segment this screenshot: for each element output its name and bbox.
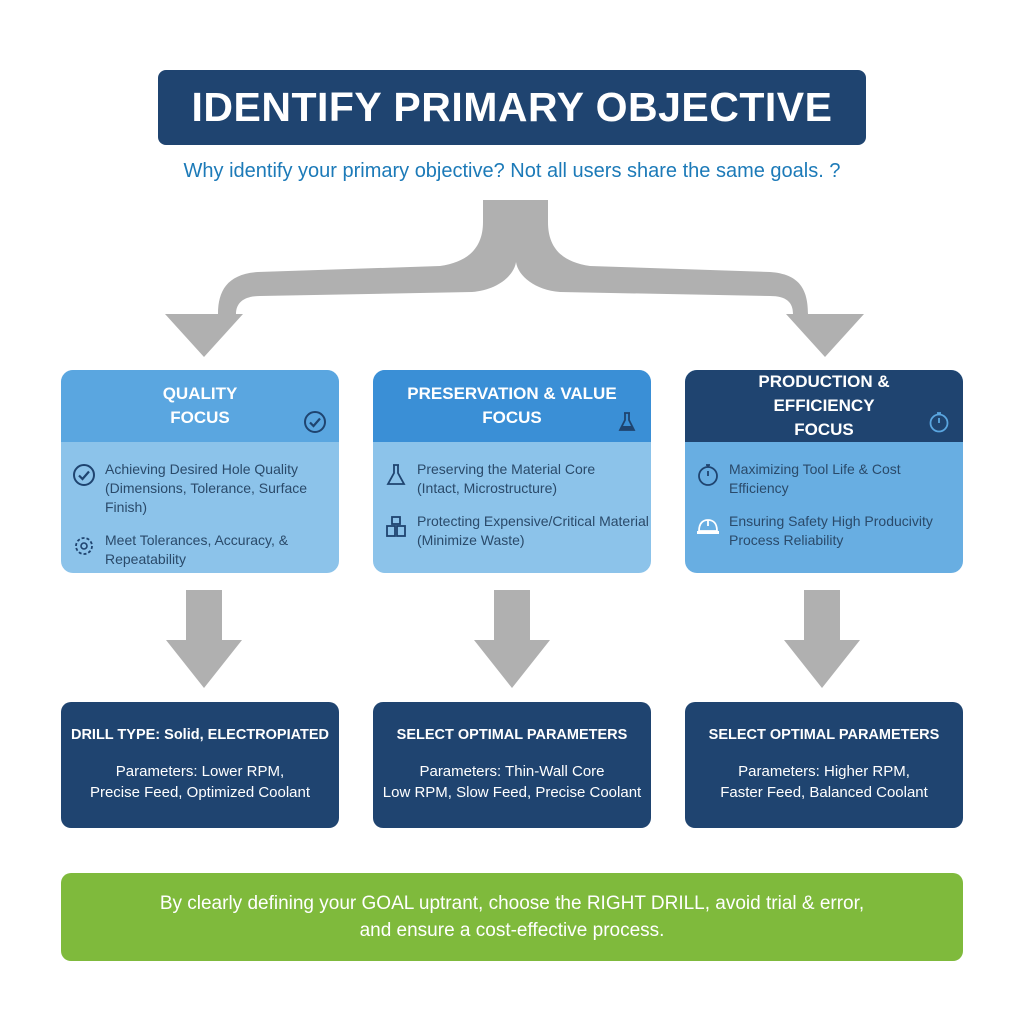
focus-item-line1: Preserving the Material Core [417,461,596,477]
summary-banner: By clearly defining your GOAL uptrant, c… [61,873,963,961]
focus-title-line2: FOCUS [794,420,854,439]
focus-card-quality: QUALITY FOCUS Achieving Desired Hole Qua… [61,370,339,573]
gear-icon [75,537,93,555]
focus-card-header: PRESERVATION & VALUE FOCUS [373,370,651,442]
result-card-production: SELECT OPTIMAL PARAMETERS Parameters: Hi… [685,702,963,828]
focus-title-line1: QUALITY [162,384,238,403]
result-title: SELECT OPTIMAL PARAMETERS [396,727,628,743]
focus-title-line1: PRESERVATION & VALUE [407,384,617,403]
focus-item-line1: Meet Tolerances, Accuracy, & [105,532,289,548]
result-params-line1: Parameters: Thin-Wall Core [419,763,605,780]
focus-item: Achieving Desired Hole Quality (Dimensio… [71,460,339,517]
focus-item-line2: (Intact, Microstructure) [417,480,558,496]
down-arrow-preservation [474,590,550,688]
result-title: SELECT OPTIMAL PARAMETERS [708,727,940,743]
check-circle-icon [304,411,326,433]
focus-card-header: PRODUCTION & EFFICIENCY FOCUS [685,370,963,442]
focus-item: Maximizing Tool Life & Cost Efficiency [695,460,963,498]
stopwatch-icon [929,412,949,433]
result-title: DRILL TYPE: Solid, ELECTROPIATED [70,727,330,743]
focus-title-line1: PRODUCTION & EFFICIENCY [758,372,890,415]
summary-line2: and ensure a cost-effective process. [359,920,665,941]
safety-helmet-icon [697,519,719,534]
title-banner: IDENTIFY PRIMARY OBJECTIVE [158,70,866,145]
focus-item-line2: Repeatability [105,551,186,567]
result-params-line2: Precise Feed, Optimized Coolant [89,784,311,801]
focus-item: Preserving the Material Core (Intact, Mi… [383,460,651,498]
result-params-line1: Parameters: Higher RPM, [738,763,910,780]
summary-line1: By clearly defining your GOAL uptrant, c… [159,893,865,914]
focus-item-line2: Process Reliability [729,532,844,548]
down-arrow-production [784,590,860,688]
focus-item: Meet Tolerances, Accuracy, & Repeatabili… [71,531,339,569]
focus-item-line2: (Minimize Waste) [417,532,525,548]
result-params-line2: Faster Feed, Balanced Coolant [720,784,928,801]
focus-item-line1: Achieving Desired Hole Quality [105,461,298,477]
result-card-preservation: SELECT OPTIMAL PARAMETERS Parameters: Th… [373,702,651,828]
page-title: IDENTIFY PRIMARY OBJECTIVE [191,84,833,130]
flask-icon [618,412,636,431]
focus-item-line1: Ensuring Safety High Producivity [729,513,933,529]
focus-item-line1: Protecting Expensive/Critical Material [417,513,649,529]
focus-item-line2: (Dimensions, Tolerance, Surface Finish) [105,480,308,515]
focus-card-production: PRODUCTION & EFFICIENCY FOCUS Maximizing… [685,370,963,573]
focus-card-header: QUALITY FOCUS [61,370,339,442]
result-params-line2: Low RPM, Slow Feed, Precise Coolant [382,784,642,801]
split-arrow [165,200,864,357]
result-card-quality: DRILL TYPE: Solid, ELECTROPIATED Paramet… [61,702,339,828]
down-arrow-quality [166,590,242,688]
focus-title-line2: FOCUS [170,408,230,427]
focus-item: Ensuring Safety High Producivity Process… [695,512,963,550]
stopwatch-icon [698,464,718,486]
focus-card-preservation: PRESERVATION & VALUE FOCUS Preserving th… [373,370,651,573]
focus-title-line2: FOCUS [482,408,542,427]
focus-item: Protecting Expensive/Critical Material (… [383,512,651,550]
flask-icon [386,464,406,485]
result-params-line1: Parameters: Lower RPM, [115,763,285,780]
material-blocks-icon [386,516,406,537]
check-circle-icon [73,464,95,486]
subtitle: Why identify your primary objective? Not… [183,160,841,182]
focus-item-line1: Maximizing Tool Life & Cost Efficiency [729,461,901,496]
